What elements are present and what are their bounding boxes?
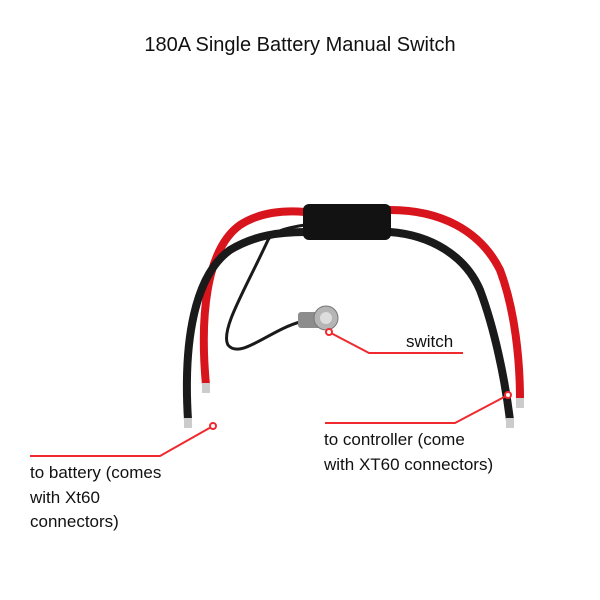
left-red-wire: [199, 207, 309, 389]
controller-label: to controller (come with XT60 connectors…: [324, 428, 493, 477]
switch-callout-dot: [325, 328, 333, 336]
controller-label-line: to controller (come: [324, 430, 465, 449]
switch-label: switch: [406, 332, 454, 351]
battery-callout-line: [30, 425, 214, 457]
switch-lead-wire: [225, 223, 307, 351]
switch-callout-line: [328, 331, 463, 354]
controller-callout-line: [325, 394, 509, 424]
battery-label: to battery (comes with Xt60 connectors): [30, 461, 161, 535]
switch-module-body: [303, 204, 391, 240]
right-red-wire: [386, 206, 524, 404]
page-title: 180A Single Battery Manual Switch: [144, 34, 456, 56]
wire-tip: [506, 418, 514, 428]
battery-label-line: with Xt60: [30, 487, 100, 507]
wire-tip: [202, 383, 210, 393]
controller-label-line: with XT60 connectors): [324, 454, 494, 474]
battery-label-line: connectors): [30, 512, 119, 531]
battery-callout-dot: [209, 422, 217, 430]
battery-label-line: to battery (comes: [30, 463, 162, 482]
right-black-wire: [386, 228, 514, 424]
wire-tip: [184, 418, 192, 428]
switch-button: [298, 305, 339, 331]
wire-tip: [516, 398, 524, 408]
controller-callout-dot: [504, 391, 512, 399]
